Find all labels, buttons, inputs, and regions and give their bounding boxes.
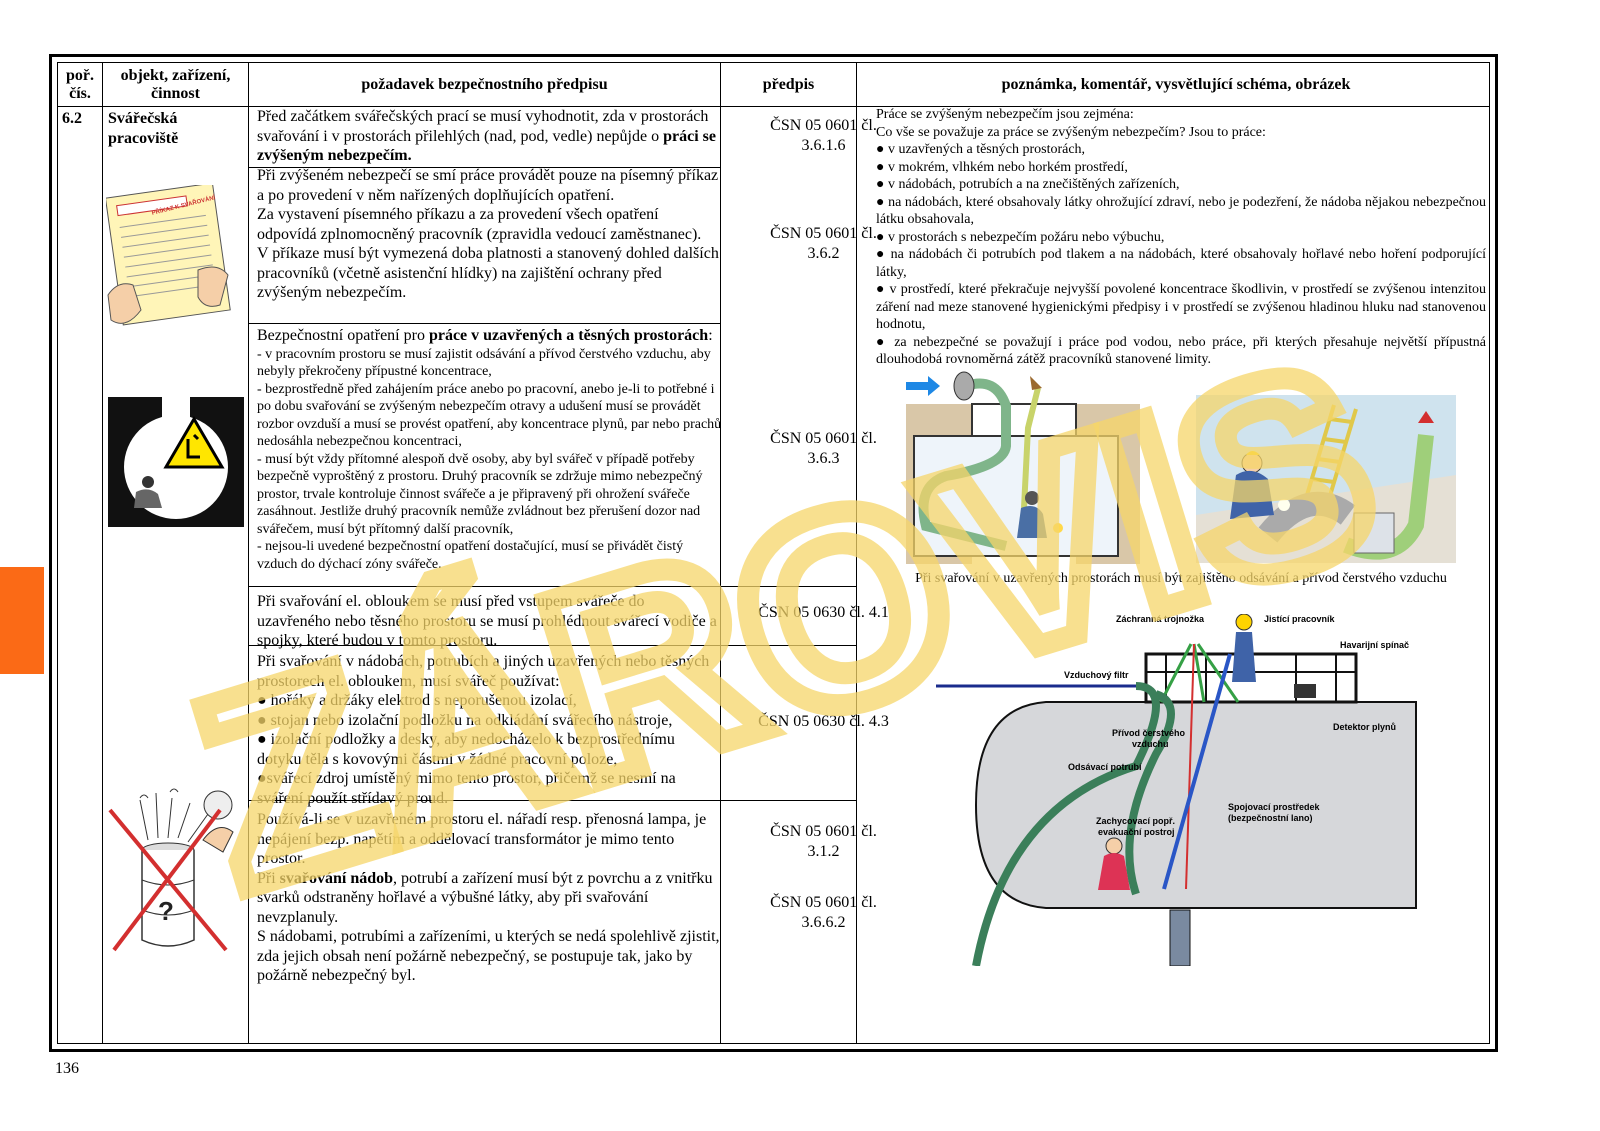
- requirement-6: Používá-li se v uzavřeném prostoru el. n…: [257, 811, 720, 984]
- header-requirement: požadavek bezpečnostního předpisu: [361, 75, 608, 93]
- label-fresh-air-1: Přívod čerstvého: [1112, 728, 1186, 738]
- label-switch: Havarijní spínač: [1340, 640, 1409, 650]
- row-divider: [248, 323, 720, 324]
- regulation-3: ČSN 05 0601 čl. 3.6.3: [770, 430, 877, 467]
- tank-rescue-diagram: Záchranná trojnožka Jistící pracovník Ha…: [936, 614, 1430, 966]
- regulation-5: ČSN 05 0630 čl. 4.3: [758, 713, 889, 730]
- label-exhaust: Odsávací potrubí: [1068, 762, 1142, 772]
- requirement-4: Při svařování el. obloukem se musí před …: [257, 593, 717, 649]
- regulation-4: ČSN 05 0630 čl. 4.1: [758, 604, 889, 621]
- label-harness-2: evakuační postroj: [1098, 827, 1175, 837]
- row-divider: [248, 586, 856, 587]
- ventilation-duct-illustration: [906, 368, 1140, 564]
- figure-caption: Při svařování v uzavřených prostorách mu…: [915, 571, 1447, 586]
- page-frame: poř. čís. objekt, zařízení, činnost poža…: [49, 54, 1498, 1052]
- requirement-5: Při svařování v nádobách, potrubích a ji…: [257, 653, 710, 807]
- row-divider: [248, 800, 856, 801]
- written-permit-illustration: [106, 185, 231, 326]
- label-rope-2: (bezpečnostní lano): [1228, 813, 1313, 823]
- no-welding-barrel-illustration: ?: [108, 788, 234, 952]
- label-guard: Jistící pracovník: [1264, 614, 1336, 624]
- header-object: objekt, zařízení, činnost: [120, 66, 231, 102]
- label-rope-1: Spojovací prostředek: [1228, 802, 1321, 812]
- label-harness-1: Zachycovací popř.: [1096, 816, 1175, 826]
- requirement-3: Bezpečnostní opatření pro práce v uzavře…: [257, 327, 722, 572]
- row-number: 6.2: [62, 110, 82, 127]
- header-divider: [58, 106, 1489, 107]
- col-divider: [856, 63, 857, 1043]
- regulation-6a: ČSN 05 0601 čl. 3.1.2: [770, 823, 877, 860]
- label-filter: Vzduchový filtr: [1064, 670, 1129, 680]
- header-number: poř. čís.: [66, 66, 94, 102]
- row-object: Svářečská pracoviště: [108, 110, 179, 147]
- regulation-6b: ČSN 05 0601 čl. 3.6.6.2: [770, 894, 877, 931]
- label-tripod: Záchranná trojnožka: [1116, 614, 1205, 624]
- requirement-1: Před začátkem svářečských prací se musí …: [257, 108, 716, 164]
- chapter-tab: [0, 567, 44, 674]
- label-gas-detector: Detektor plynů: [1333, 722, 1396, 732]
- header-regulation: předpis: [762, 75, 815, 93]
- col-divider: [248, 63, 249, 1043]
- tank-welding-illustration: [1196, 395, 1456, 563]
- note-text: Práce se zvýšeným nebezpečím jsou zejmén…: [876, 107, 1486, 367]
- page-number: 136: [55, 1060, 79, 1077]
- row-divider: [248, 645, 856, 646]
- col-divider: [720, 63, 721, 1043]
- warning-triangle-icon: [163, 416, 225, 469]
- header-note: poznámka, komentář, vysvětlující schéma,…: [1001, 75, 1351, 93]
- regulation-1: ČSN 05 0601 čl. 3.6.1.6: [770, 117, 877, 154]
- label-fresh-air-2: vzduchu: [1132, 739, 1169, 749]
- confined-space-sign: [108, 397, 244, 527]
- svg-text:?: ?: [158, 896, 174, 926]
- permit-sign: PŘÍKAZ K SVAŘOVÁNÍ: [151, 193, 217, 217]
- table: poř. čís. objekt, zařízení, činnost poža…: [57, 62, 1490, 1044]
- row-divider: [248, 167, 720, 168]
- regulation-2: ČSN 05 0601 čl. 3.6.2: [770, 225, 877, 262]
- col-divider: [102, 63, 103, 1043]
- requirement-2: Při zvýšeném nebezpečí se smí práce prov…: [257, 167, 719, 301]
